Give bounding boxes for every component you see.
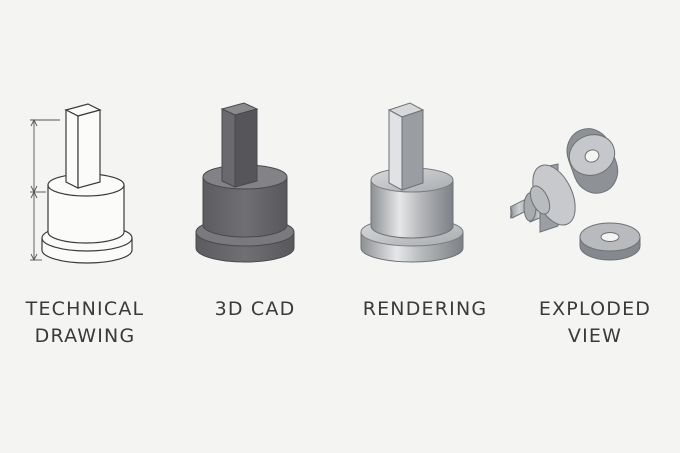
washer-top (566, 128, 619, 194)
panel-rendering: RENDERING (340, 0, 510, 453)
panel-3d-cad: 3D CAD (170, 0, 340, 453)
cad-part-icon (195, 102, 295, 263)
label-3d-cad: 3D CAD (214, 298, 296, 320)
label-rendering: RENDERING (362, 298, 488, 320)
shaft-part (510, 163, 576, 233)
label-exploded-view: EXPLODED VIEW (538, 298, 652, 347)
washer-bottom (579, 222, 641, 261)
label-technical-drawing: TECHNICAL DRAWING (25, 298, 145, 347)
exploded-part-icon (510, 128, 641, 261)
panel-exploded-view: EXPLODED VIEW (510, 0, 680, 453)
rendered-part-icon (360, 102, 464, 263)
panel-technical-drawing: TECHNICAL DRAWING (0, 0, 170, 453)
technical-drawing-part-icon (30, 103, 133, 264)
